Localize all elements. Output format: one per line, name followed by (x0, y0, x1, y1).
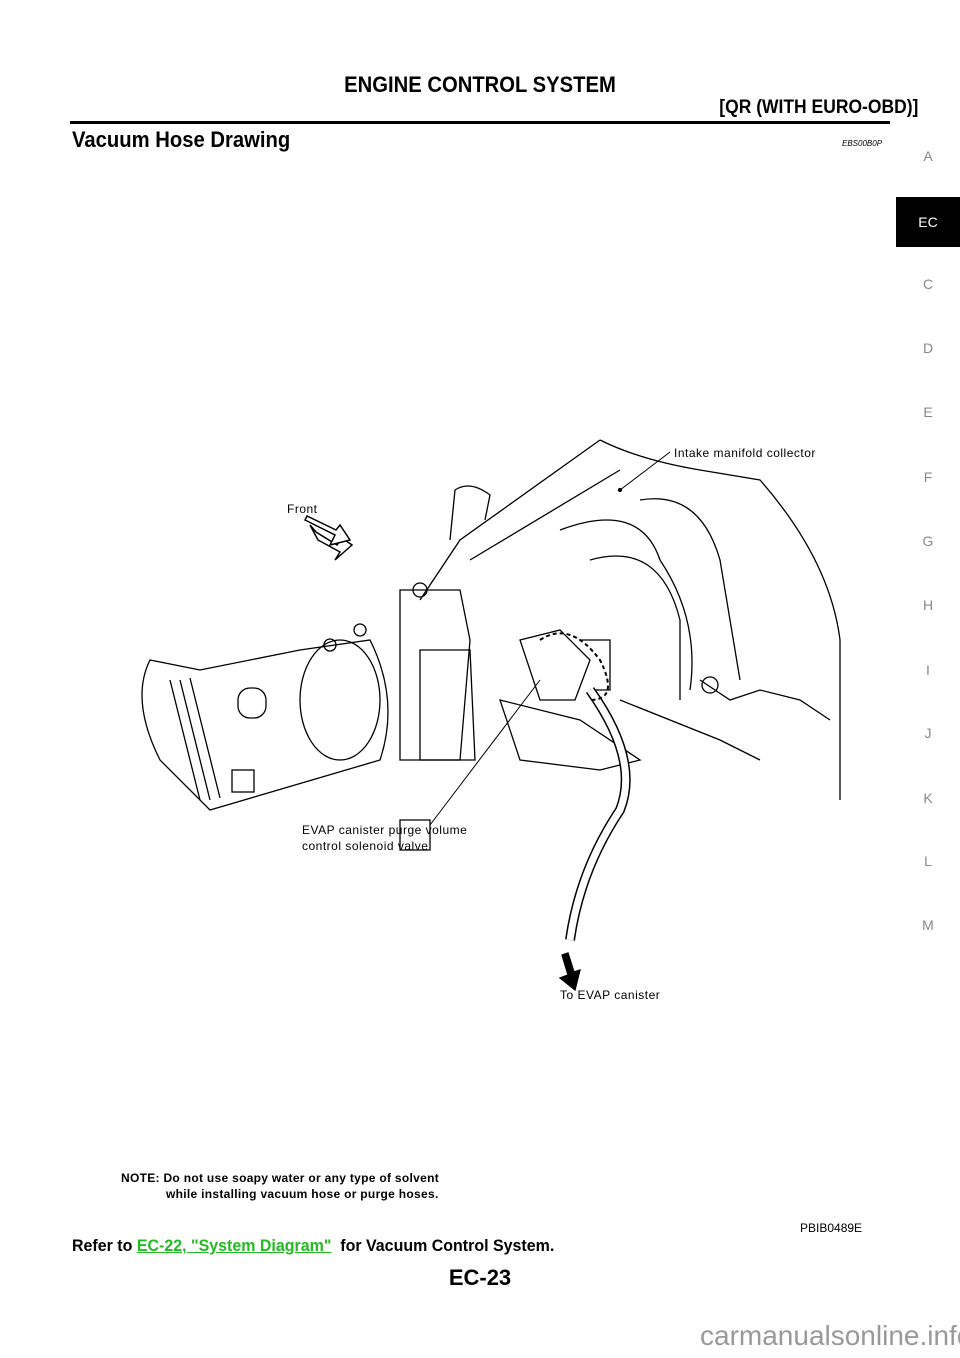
side-tab-e[interactable]: E (923, 404, 933, 420)
label-evap-valve-1: EVAP canister purge volume (302, 823, 468, 837)
system-diagram-link[interactable]: EC-22, "System Diagram" (136, 1236, 332, 1255)
side-tab-i[interactable]: I (926, 662, 930, 678)
label-evap-valve-2: control solenoid valve (302, 839, 429, 853)
side-tab-k[interactable]: K (923, 790, 933, 806)
side-tab-f[interactable]: F (923, 469, 933, 485)
figure-code: PBIB0489E (800, 1221, 863, 1235)
side-tab-m[interactable]: M (922, 917, 934, 933)
section-code: EBS00B0P (842, 139, 883, 148)
side-tab-l[interactable]: L (924, 853, 932, 869)
header-subtitle: [QR (WITH EURO-OBD)] (718, 97, 918, 118)
header-rule (70, 121, 890, 124)
side-tab-h[interactable]: H (922, 597, 934, 613)
side-tab-j[interactable]: J (924, 725, 932, 741)
side-tab-a[interactable]: A (923, 148, 933, 164)
refer-prefix: Refer to (72, 1236, 137, 1255)
label-intake-manifold: Intake manifold collector (674, 446, 816, 460)
page-number: EC-23 (448, 1265, 512, 1290)
section-title: Vacuum Hose Drawing (72, 127, 291, 152)
refer-suffix: for Vacuum Control System. (331, 1236, 555, 1255)
note-line-2: while installing vacuum hose or purge ho… (166, 1187, 439, 1201)
side-tab-d[interactable]: D (922, 340, 934, 356)
note-line-1: NOTE: Do not use soapy water or any type… (121, 1171, 440, 1185)
watermark: carmanualsonline.info (700, 1320, 960, 1351)
label-front: Front (287, 502, 318, 516)
side-tab-g[interactable]: G (922, 533, 934, 549)
label-to-canister: To EVAP canister (560, 988, 661, 1002)
side-tab-c[interactable]: C (922, 276, 934, 292)
side-tab-ec[interactable]: EC (896, 197, 960, 247)
header-title: ENGINE CONTROL SYSTEM (344, 72, 616, 97)
refer-text: Refer to EC-22, "System Diagram" for Vac… (72, 1236, 554, 1256)
